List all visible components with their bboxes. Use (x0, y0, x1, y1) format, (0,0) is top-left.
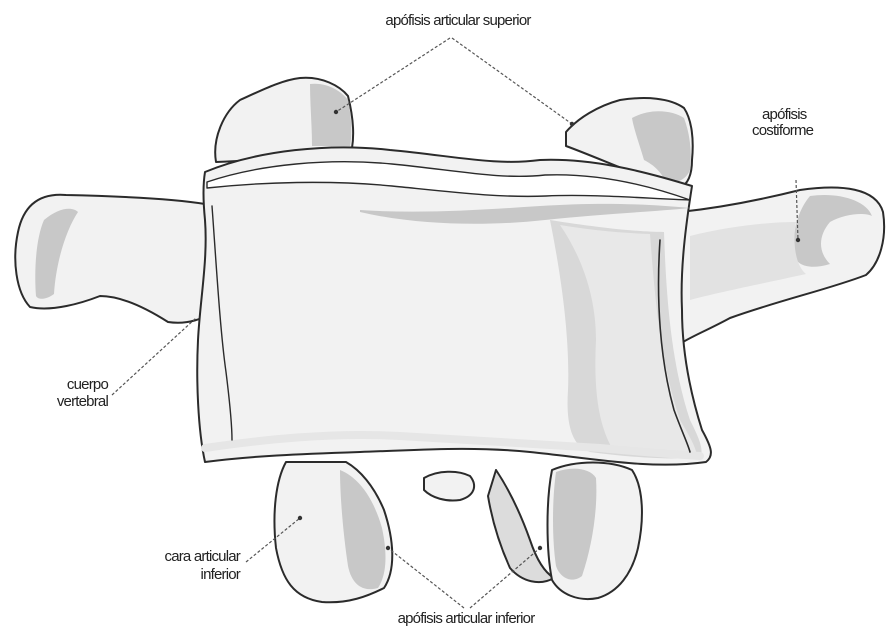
label-apofisis-costiforme-line1: apófisis (762, 106, 806, 123)
label-apofisis-articular-superior: apófisis articular superior (364, 12, 552, 29)
leader-inferior-left (388, 548, 464, 608)
label-cuerpo-vertebral-line1: cuerpo (20, 376, 108, 393)
spinous-process-tip (424, 472, 474, 501)
leader-superior-right (452, 38, 572, 124)
leader-body (112, 318, 196, 395)
label-cara-articular-inferior-line1: cara articular (130, 548, 240, 565)
label-apofisis-costiforme-line2: costiforme (752, 122, 813, 139)
label-cara-articular-inferior-line2: inferior (130, 566, 240, 583)
label-cuerpo-vertebral-line2: vertebral (20, 393, 108, 410)
leader-superior-left (336, 38, 450, 112)
label-apofisis-articular-inferior: apófisis articular inferior (372, 610, 560, 627)
